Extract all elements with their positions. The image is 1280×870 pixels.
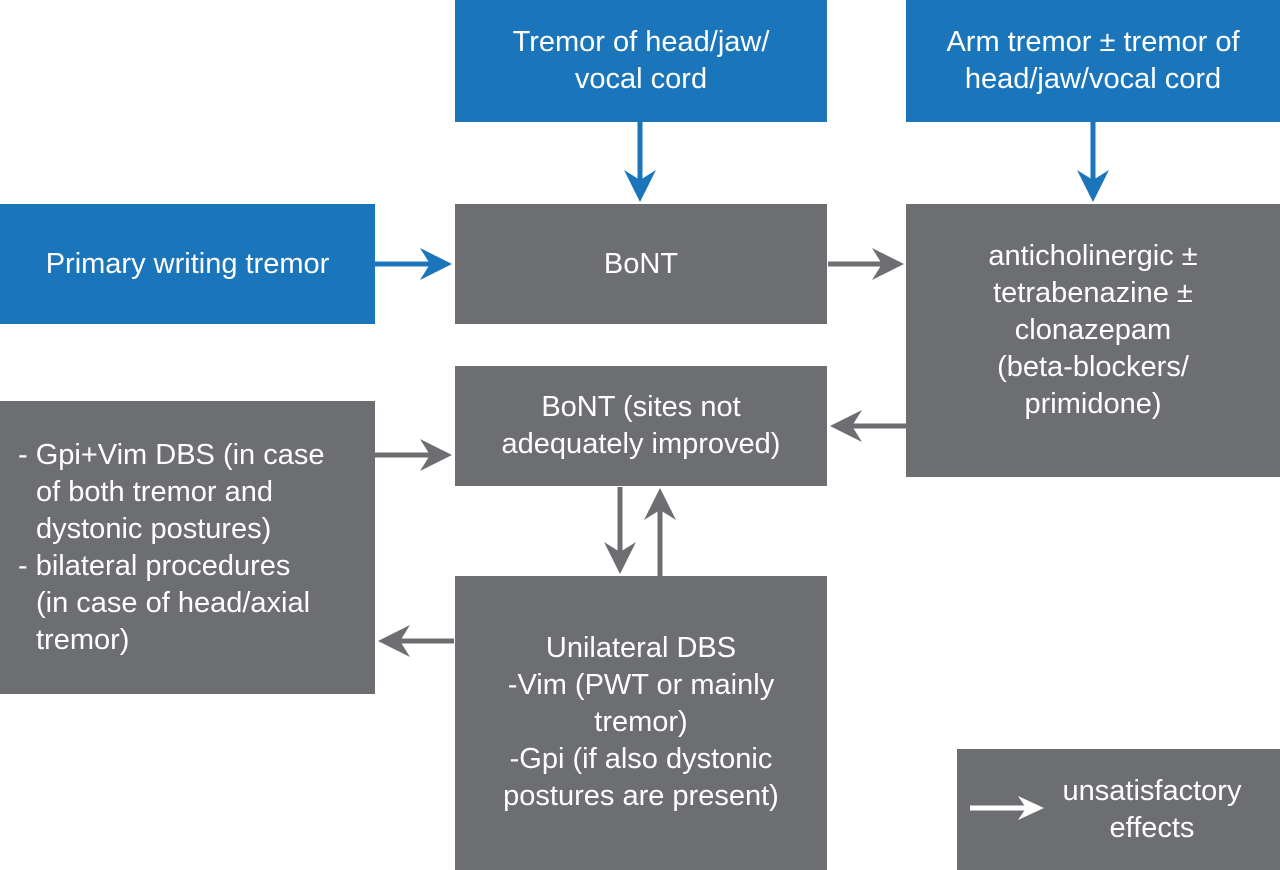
node-text-line: dystonic postures) xyxy=(36,512,272,545)
node-text-line: vocal cord xyxy=(574,63,708,95)
legend-label: unsatisfactory effects xyxy=(1052,773,1252,847)
node-pharmacological-treatment: anticholinergic ± tetrabenazine ± clonaz… xyxy=(906,204,1280,477)
node-bont-sites-not-improved: BoNT (sites not adequately improved) xyxy=(455,366,827,486)
node-text-line: (beta-blockers/ xyxy=(997,351,1189,383)
node-primary-writing-tremor: Primary writing tremor xyxy=(0,204,375,324)
node-text-line: of both tremor and xyxy=(36,475,273,508)
node-text-line: tremor) xyxy=(594,706,688,738)
node-text-line: postures are present) xyxy=(503,780,779,812)
node-arm-tremor: Arm tremor ± tremor of head/jaw/vocal co… xyxy=(906,0,1280,122)
node-text-line: clonazepam xyxy=(1014,314,1172,346)
node-unilateral-dbs: Unilateral DBS -Vim (PWT or mainly tremo… xyxy=(455,576,827,870)
node-text-line: Tremor of head/jaw/ xyxy=(512,26,770,58)
node-text-line: Primary writing tremor xyxy=(45,247,330,280)
arrow-head-jaw-to-bont xyxy=(624,122,656,202)
node-text-line: anticholinergic ± xyxy=(988,240,1198,272)
node-text-line: Arm tremor ± tremor of xyxy=(946,26,1240,58)
legend-arrow-icon xyxy=(970,796,1044,820)
node-text-line: BoNT xyxy=(603,247,679,280)
node-text-line: - bilateral procedures xyxy=(18,549,291,582)
arrow-writing-to-bont xyxy=(375,248,452,280)
node-text-line: tremor) xyxy=(36,623,130,656)
node-head-jaw-tremor: Tremor of head/jaw/ vocal cord xyxy=(455,0,827,122)
node-text-line: adequately improved) xyxy=(501,428,781,460)
node-text-line: head/jaw/vocal cord xyxy=(964,63,1222,95)
node-text-line: -Vim (PWT or mainly xyxy=(507,669,775,701)
node-gpi-vim-dbs: - Gpi+Vim DBS (in case of both tremor an… xyxy=(0,401,375,694)
arrow-pharma-to-bont-sites xyxy=(830,410,906,442)
arrow-gpi-vim-to-bont-sites xyxy=(375,439,452,471)
legend-text-line: unsatisfactory xyxy=(1062,775,1242,807)
node-text-line: Unilateral DBS xyxy=(545,632,737,664)
node-bont: BoNT xyxy=(455,204,827,324)
node-text-line: -Gpi (if also dystonic xyxy=(509,743,773,775)
arrow-arm-to-pharma xyxy=(1077,122,1109,202)
node-text-line: - Gpi+Vim DBS (in case xyxy=(18,438,325,471)
node-text-line: (in case of head/axial xyxy=(36,586,311,619)
arrow-bont-to-pharma xyxy=(828,248,904,280)
arrow-bont-sites-to-unilateral xyxy=(604,487,636,574)
node-text-line: BoNT (sites not xyxy=(541,391,741,423)
node-text-line: tetrabenazine ± xyxy=(993,277,1193,309)
arrow-unilateral-to-gpi-vim xyxy=(378,625,454,657)
arrow-unilateral-to-bont-sites xyxy=(644,488,676,576)
node-text-line: primidone) xyxy=(1024,388,1162,420)
legend-text-line: effects xyxy=(1109,812,1195,844)
